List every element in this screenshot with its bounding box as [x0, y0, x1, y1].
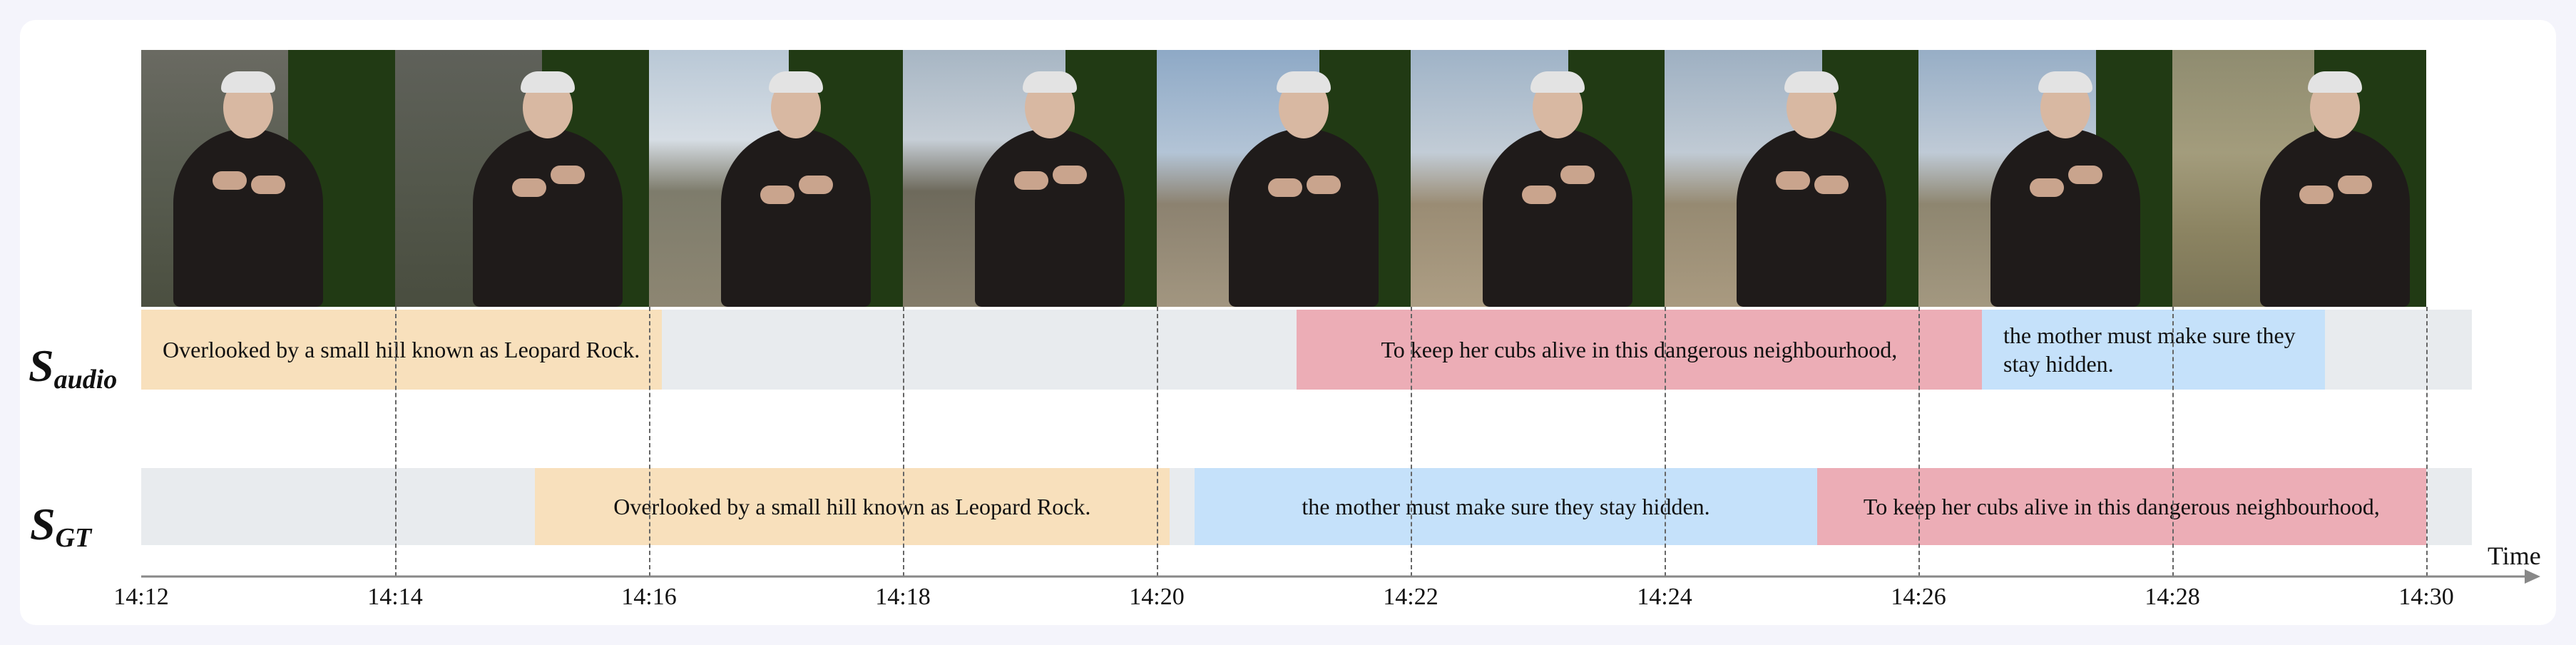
- row-label-audio: Saudio: [29, 340, 118, 395]
- time-tick-label: 14:18: [875, 584, 931, 610]
- gt-segment: To keep her cubs alive in this dangerous…: [1816, 468, 2426, 545]
- figure-canvas: Saudio SGT Overlooked by a small hill kn…: [20, 20, 2556, 625]
- video-frame: [1918, 50, 2172, 307]
- gt-segment-text: the mother must make sure they stay hidd…: [1302, 494, 1710, 519]
- time-axis-label: Time: [2488, 542, 2541, 570]
- video-frame: [1411, 50, 1665, 307]
- time-tick-label: 14:22: [1383, 584, 1438, 610]
- gt-segment: the mother must make sure they stay hidd…: [1195, 468, 1817, 545]
- time-axis-arrow: [2525, 569, 2540, 584]
- video-frame: [649, 50, 903, 307]
- audio-segment: the mother must make sure they stay hidd…: [1982, 310, 2325, 390]
- audio-segment-text: To keep her cubs alive in this dangerous…: [1381, 337, 1898, 362]
- time-tick-label: 14:20: [1129, 584, 1185, 610]
- time-axis: [141, 569, 2540, 584]
- gridline: [903, 307, 904, 577]
- audio-segment-text: the mother must make sure they stay hidd…: [2003, 322, 2296, 377]
- gridline: [2172, 307, 2174, 577]
- video-frame: [1665, 50, 1918, 307]
- gridline: [1665, 307, 1666, 577]
- audio-segment-text: Overlooked by a small hill known as Leop…: [163, 337, 640, 362]
- time-tick-label: 14:30: [2398, 584, 2454, 610]
- gridline: [1411, 307, 1412, 577]
- gridline: [395, 307, 397, 577]
- gridline: [1157, 307, 1158, 577]
- gridline: [2426, 307, 2428, 577]
- gridline: [1918, 307, 1920, 577]
- video-frame: [395, 50, 649, 307]
- video-frame: [141, 50, 395, 307]
- gt-segment-text: Overlooked by a small hill known as Leop…: [613, 494, 1091, 519]
- audio-segment: Overlooked by a small hill known as Leop…: [141, 310, 662, 390]
- gt-segment-text: To keep her cubs alive in this dangerous…: [1863, 494, 2380, 519]
- video-frame: [2172, 50, 2426, 307]
- time-tick-label: 14:24: [1637, 584, 1692, 610]
- video-frame: [1157, 50, 1411, 307]
- gridline: [649, 307, 650, 577]
- time-tick-label: 14:26: [1891, 584, 1946, 610]
- time-tick-label: 14:14: [367, 584, 423, 610]
- row-label-gt: SGT: [30, 499, 92, 553]
- time-tick-label: 14:16: [621, 584, 677, 610]
- video-frame: [903, 50, 1157, 307]
- gt-segment: Overlooked by a small hill known as Leop…: [534, 468, 1170, 545]
- time-tick-label: 14:12: [113, 584, 169, 610]
- audio-segment: To keep her cubs alive in this dangerous…: [1296, 310, 1982, 390]
- time-tick-label: 14:28: [2145, 584, 2200, 610]
